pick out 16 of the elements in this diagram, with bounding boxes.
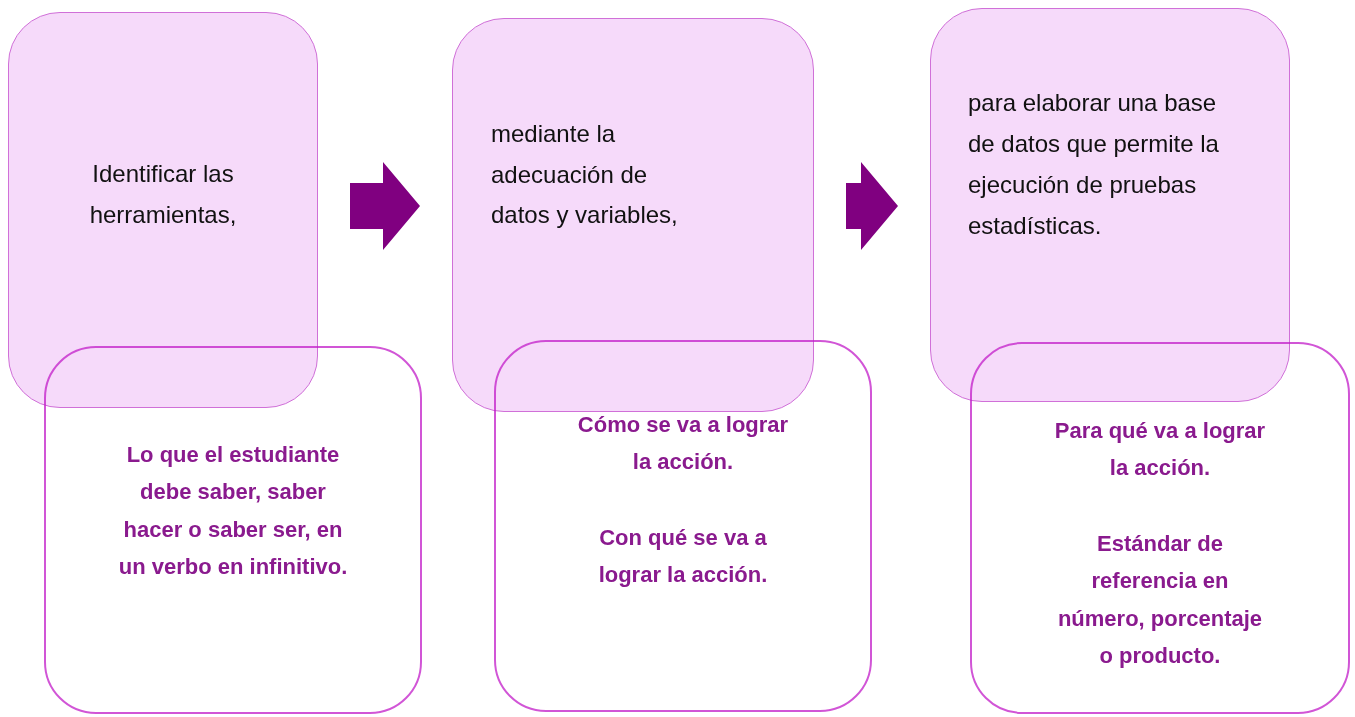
statement-text: mediante la adecuación de datos y variables, (491, 118, 679, 231)
statement-text: para elaborar una base de datos que permite la ejecución de pruebas estadísticas. (968, 88, 1220, 241)
guide-text: Estándar de referencia en número, porcentaje o producto. (1056, 529, 1264, 670)
rounded-outline-box (970, 342, 1350, 714)
block-arrow (350, 162, 420, 250)
rounded-box (8, 12, 318, 408)
guide-text: Lo que el estudiante debe saber, saber hacer o saber ser, en un verbo en infinitivo. (117, 441, 349, 582)
rounded-outline-box (44, 346, 422, 714)
guide-text: Para qué va a lograr la acción. (1053, 417, 1267, 483)
rounded-box (452, 18, 814, 412)
guide-text: Con qué se va a lograr la acción. (597, 523, 769, 590)
rounded-box (930, 8, 1290, 402)
statement-text: Identificar las herramientas, (88, 159, 238, 230)
block-arrow (846, 162, 898, 250)
guide-text: Cómo se va a lograr la acción. (576, 411, 790, 477)
rounded-outline-box (494, 340, 872, 712)
